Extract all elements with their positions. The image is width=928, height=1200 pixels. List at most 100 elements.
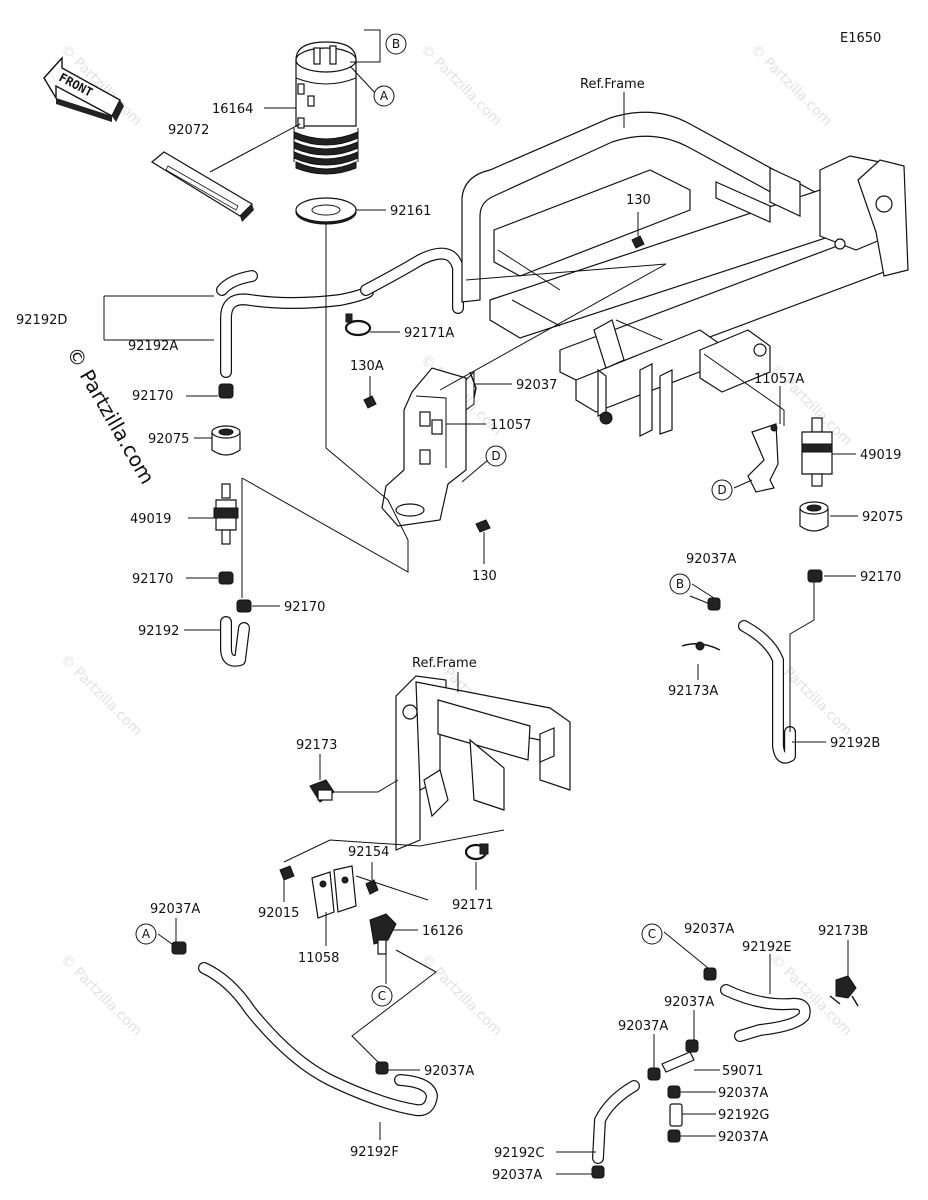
label-92170-b: 92170 [132,572,173,587]
clip-92037A-c2 [685,1039,699,1053]
filter-49019-right [801,417,833,487]
plate-11058 [311,865,357,919]
label-130A: 130A [350,359,384,374]
clip-92037A-c5 [667,1129,681,1143]
tie-92173A [681,641,721,651]
watermark: © Partzilla.com [417,42,505,130]
label-92037A-c2: 92037A [664,995,714,1010]
label-92075-right: 92075 [862,510,903,525]
canister-16164 [293,41,359,175]
label-92171: 92171 [452,898,493,913]
callout-D-right: D [711,479,733,501]
label-92037A-bl: 92037A [150,902,200,917]
clamp-92170-c [236,599,252,613]
callout-D-mid: D [485,445,507,467]
callout-C-mid: C [371,985,393,1007]
label-92037A-bm: 92037A [424,1064,474,1079]
hose-92192D [216,247,464,378]
callout-B-top: B [385,33,407,55]
callout-A-bottom: A [135,923,157,945]
watermark: © Partzilla.com [57,952,145,1040]
label-92170-right: 92170 [860,570,901,585]
label-92037A-c3: 92037A [618,1019,668,1034]
clip-92037A-bl [171,941,187,955]
label-11057A: 11057A [754,372,804,387]
label-92192F: 92192F [350,1145,399,1160]
watermark: © Partzilla.com [417,952,505,1040]
clamp-92173 [309,779,335,803]
label-92173B: 92173B [818,924,868,939]
label-49019-right: 49019 [860,448,901,463]
holder-92075-left [211,425,241,456]
label-92192G: 92192G [718,1108,769,1123]
svg-text:A: A [380,89,389,103]
nut-130-top [631,235,645,249]
label-92072: 92072 [168,123,209,138]
callout-C-bottom: C [641,923,663,945]
label-92192D: 92192D [16,313,67,328]
label-16164: 16164 [212,102,253,117]
callout-A-top: A [373,85,395,107]
nut-130-mid [475,519,491,533]
hose-92192C [592,1080,640,1164]
label-11057: 11057 [490,418,531,433]
svg-text:D: D [491,449,500,463]
hose-92192B [738,620,796,764]
label-92161: 92161 [390,204,431,219]
clamp-92171A [344,313,372,337]
side-watermark: © Partzilla.com [62,343,160,489]
label-92171A: 92171A [404,326,454,341]
svg-text:A: A [142,927,151,941]
label-92173: 92173 [296,738,337,753]
label-92037A-c4: 92037A [718,1086,768,1101]
hose-92192F [198,962,438,1117]
label-92170-a: 92170 [132,389,173,404]
frame-top [461,111,909,437]
label-92037A-c5: 92037A [718,1130,768,1145]
ref-frame-top: Ref.Frame [580,77,645,92]
clip-92037A-c6 [591,1165,605,1179]
bracket-11057A [747,423,779,493]
label-92015: 92015 [258,906,299,921]
label-92037: 92037 [516,378,557,393]
clip-92037A-c3 [647,1067,661,1081]
label-11058: 11058 [298,951,339,966]
label-92192A: 92192A [128,339,178,354]
clip-92037A-c4 [667,1085,681,1099]
valve-16126 [369,913,397,955]
frame-bottom [395,675,571,851]
washer-92161 [295,197,357,225]
pipe-59071 [661,1051,695,1073]
clamp-92170-a [218,383,234,399]
clip-92037A-bm [375,1061,389,1075]
bracket-11057 [381,367,475,527]
clamp-92171 [464,843,489,861]
label-16126: 16126 [422,924,463,939]
clip-92037A-c1 [703,967,717,981]
leader-lines [103,29,858,1175]
strap-92072 [150,151,254,222]
label-92192E: 92192E [742,940,792,955]
clip-92037 [469,371,477,399]
label-92170-c: 92170 [284,600,325,615]
holder-92075-right [799,501,829,532]
label-130-mid: 130 [472,569,497,584]
watermark: © Partzilla.com [57,652,145,740]
ref-frame-bottom: Ref.Frame [412,656,477,671]
label-92037A-right: 92037A [686,552,736,567]
svg-text:C: C [378,989,386,1003]
label-92192C: 92192C [494,1146,544,1161]
label-92154: 92154 [348,845,389,860]
watermark: © Partzilla.com [747,42,835,130]
hose-92192G [669,1103,683,1127]
svg-text:D: D [717,483,726,497]
filter-49019-left [213,483,239,545]
nut-92015 [279,865,295,881]
bolt-92154 [365,879,379,895]
label-92037A-c6: 92037A [492,1168,542,1183]
bolt-130A [363,395,377,409]
hose-92192 [220,616,250,667]
label-92192B: 92192B [830,736,880,751]
label-59071: 59071 [722,1064,763,1079]
